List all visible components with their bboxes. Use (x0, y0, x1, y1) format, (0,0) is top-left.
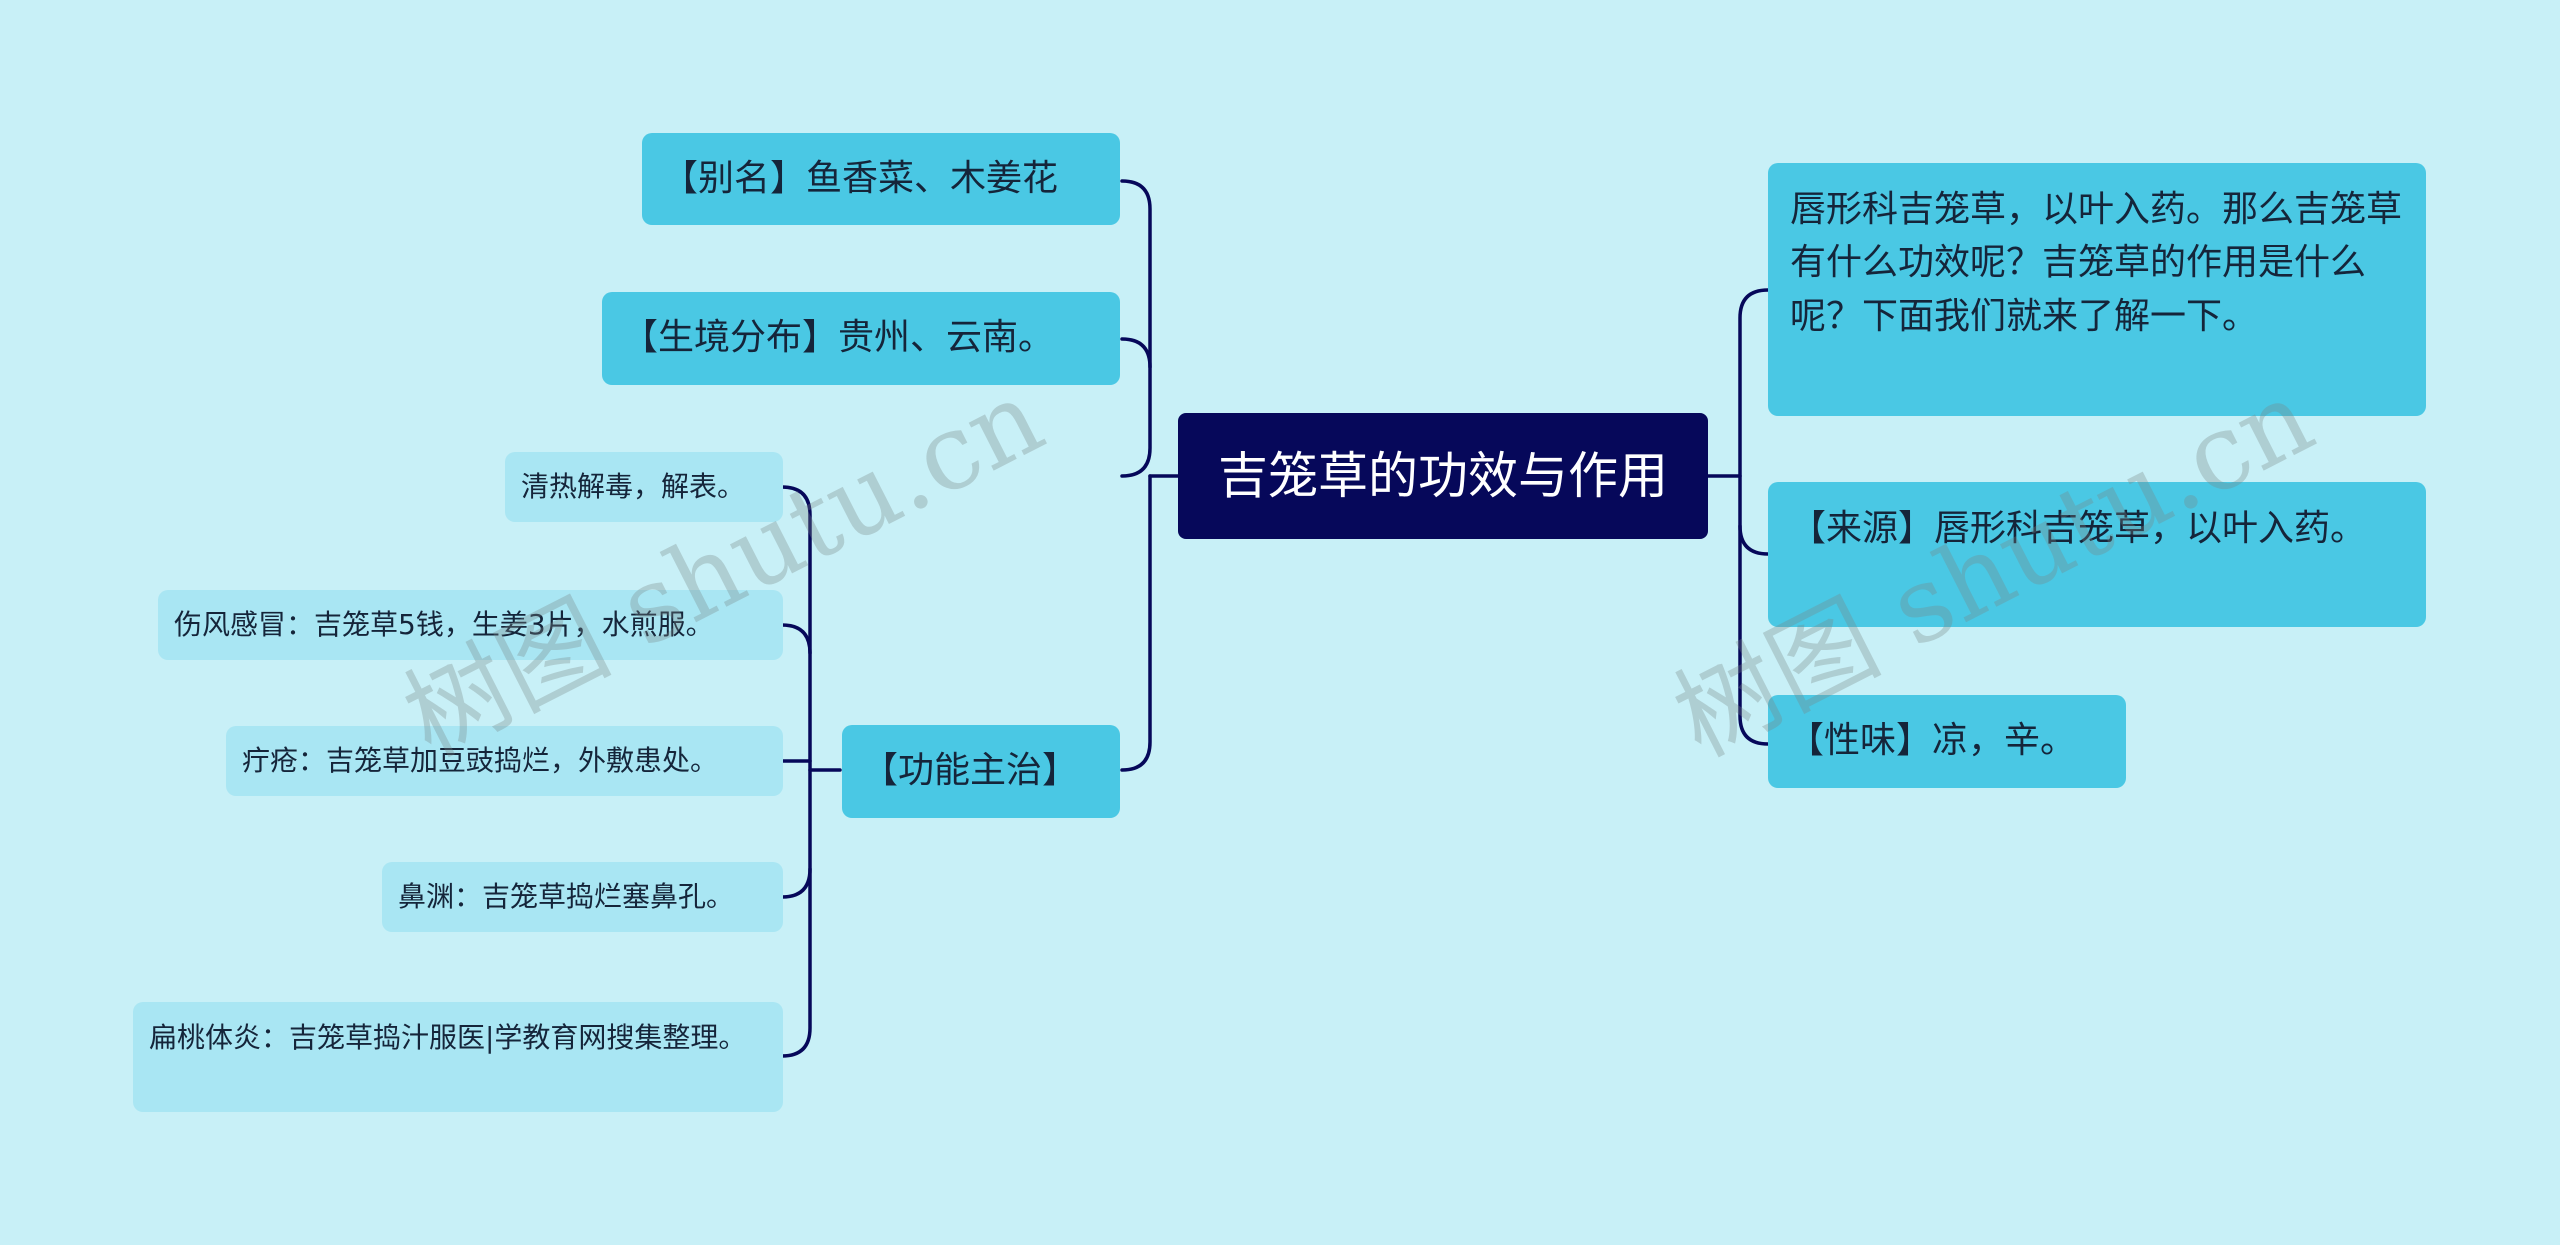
function-item-1-text: 清热解毒，解表。 (521, 470, 746, 504)
connector-func-item-2 (780, 623, 812, 655)
connector-alias (1120, 179, 1152, 478)
root-label: 吉笼草的功效与作用 (1218, 447, 1668, 505)
intro-node[interactable]: 唇形科吉笼草，以叶入药。那么吉笼草有什么功效呢？吉笼草的作用是什么呢？下面我们就… (1768, 163, 2426, 416)
intro-text: 唇形科吉笼草，以叶入药。那么吉笼草有什么功效呢？吉笼草的作用是什么呢？下面我们就… (1790, 189, 2403, 337)
function-item-3-text: 疔疮：吉笼草加豆豉捣烂，外敷患处。 (242, 744, 719, 778)
function-item-4[interactable]: 鼻渊：吉笼草捣烂塞鼻孔。 (382, 862, 783, 932)
function-item-4-text: 鼻渊：吉笼草捣烂塞鼻孔。 (398, 880, 735, 914)
connector-func-item-1 (780, 485, 812, 1058)
source-text: 【来源】唇形科吉笼草，以叶入药。 (1790, 508, 2367, 549)
alias-text: 【别名】鱼香菜、木姜花 (662, 157, 1059, 199)
function-item-5-text: 扁桃体炎：吉笼草捣汁服医|学教育网搜集整理。 (149, 1021, 747, 1054)
nature-text: 【性味】凉，辛。 (1788, 720, 2077, 762)
habitat-text: 【生境分布】贵州、云南。 (622, 317, 1055, 359)
connector-intro (1738, 288, 1770, 746)
root-node[interactable]: 吉笼草的功效与作用 (1178, 413, 1708, 539)
function-item-2-text: 伤风感冒：吉笼草5钱，生姜3片，水煎服。 (174, 608, 714, 642)
connector-source (1738, 524, 1770, 556)
function-item-1[interactable]: 清热解毒，解表。 (505, 452, 783, 522)
connector-habitat (1120, 337, 1152, 369)
function-item-3[interactable]: 疔疮：吉笼草加豆豉捣烂，外敷患处。 (226, 726, 783, 796)
connector-function (1120, 474, 1152, 772)
nature-node[interactable]: 【性味】凉，辛。 (1768, 695, 2126, 788)
habitat-node[interactable]: 【生境分布】贵州、云南。 (602, 292, 1120, 385)
alias-node[interactable]: 【别名】鱼香菜、木姜花 (642, 133, 1120, 225)
function-item-2[interactable]: 伤风感冒：吉笼草5钱，生姜3片，水煎服。 (158, 590, 783, 660)
function-node[interactable]: 【功能主治】 (842, 725, 1120, 818)
function-label: 【功能主治】 (862, 750, 1079, 792)
connector-func-item-4 (780, 867, 812, 899)
source-node[interactable]: 【来源】唇形科吉笼草，以叶入药。 (1768, 482, 2426, 627)
function-item-5[interactable]: 扁桃体炎：吉笼草捣汁服医|学教育网搜集整理。 (133, 1002, 783, 1112)
